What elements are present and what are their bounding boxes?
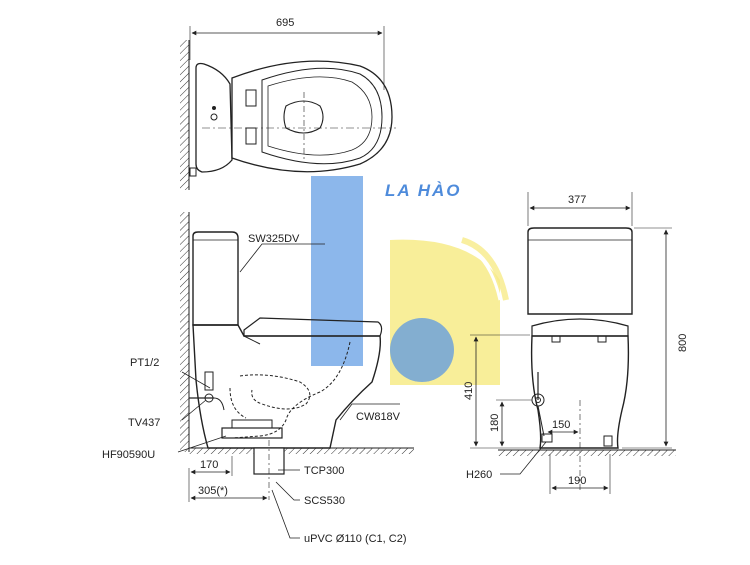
labels: 695 SW325DV PT1/2 TV437 HF90590U CW818V … [102, 17, 689, 545]
dim-rough-in: 305(*) [198, 485, 228, 497]
dim-base: 190 [568, 475, 586, 487]
dim-front-width: 377 [568, 194, 586, 206]
dim-offset: 150 [552, 419, 570, 431]
label-inlet: PT1/2 [130, 357, 159, 369]
dim-inlet-height: 410 [463, 382, 475, 400]
label-bowl: CW818V [356, 411, 401, 423]
dim-front-height: 800 [677, 334, 689, 352]
dim-top-width: 695 [276, 17, 294, 29]
side-wall-hatch [180, 212, 189, 452]
front-view [470, 192, 676, 494]
label-hose: HF90590U [102, 449, 155, 461]
top-wall-hatch [180, 40, 189, 190]
logo-blue-bar [311, 176, 363, 366]
side-view [177, 212, 414, 539]
label-tank: SW325DV [248, 233, 300, 245]
front-floor-hatch [498, 450, 676, 456]
label-valve: TV437 [128, 417, 160, 429]
label-flange: TCP300 [304, 465, 344, 477]
label-drain: uPVC Ø110 (C1, C2) [304, 533, 407, 545]
label-front-hose: H260 [466, 469, 492, 481]
dim-wall-to-inlet: 170 [200, 459, 218, 471]
logo-blue-circle [390, 318, 454, 382]
dim-valve-height: 180 [489, 414, 501, 432]
brand-name: LA HÀO [385, 181, 462, 200]
top-view [180, 26, 396, 190]
side-floor-hatch [189, 448, 414, 454]
label-pipe: SCS530 [304, 495, 345, 507]
brand-logo: LA HÀO [311, 176, 509, 385]
